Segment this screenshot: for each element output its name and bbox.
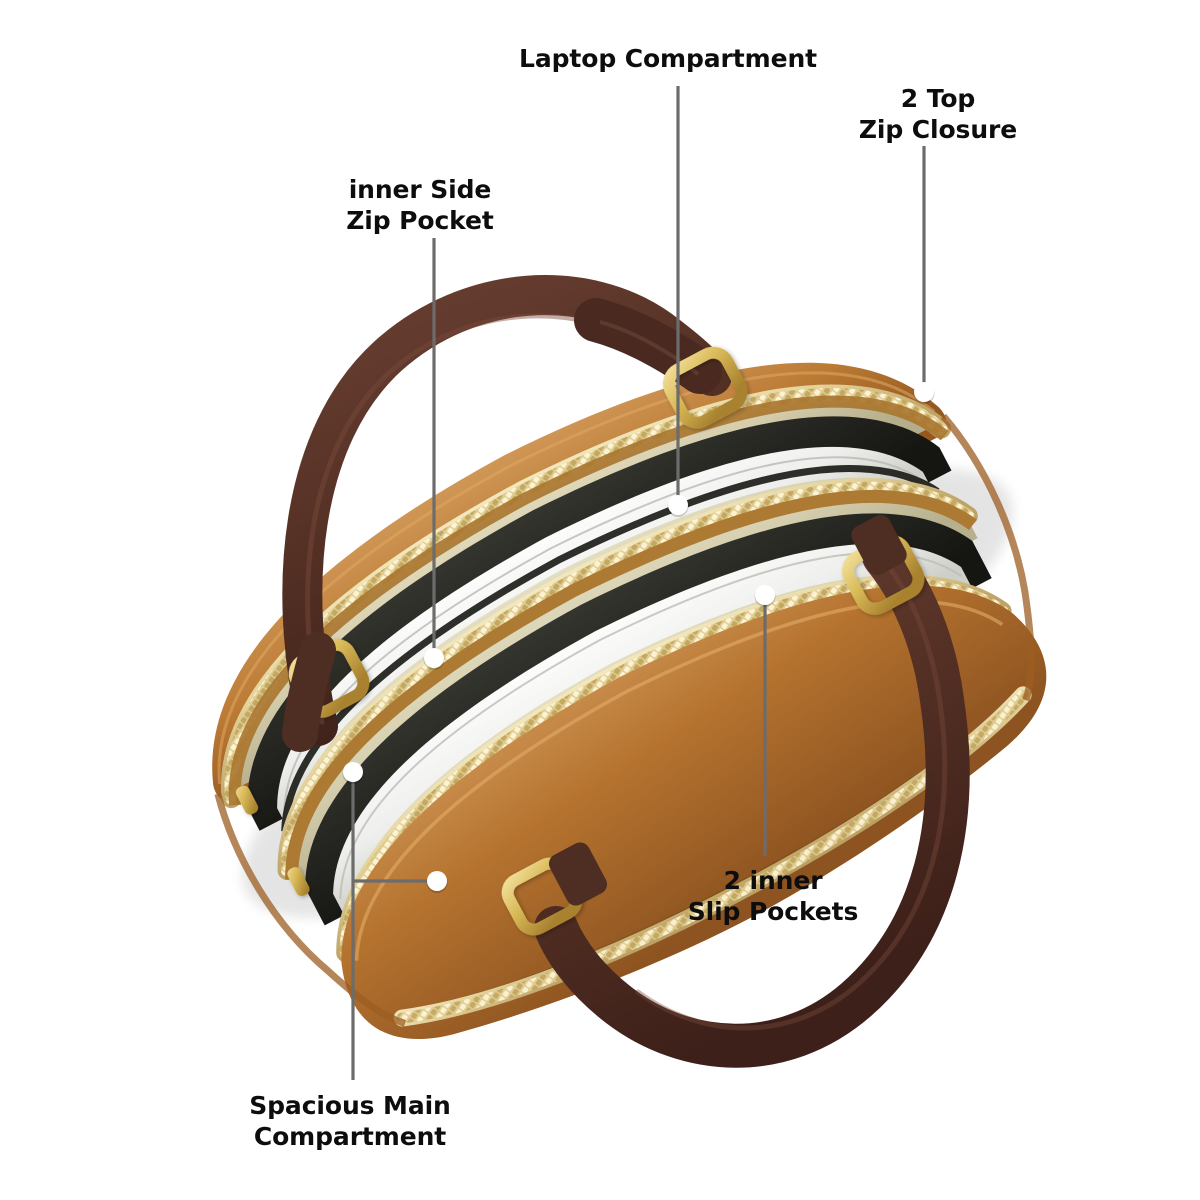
callout-label-spacious-main-compartment: Spacious Main Compartment <box>249 1091 451 1151</box>
shoulder-strap <box>534 534 970 1068</box>
zipper-pull <box>235 785 310 896</box>
callout-label-laptop-compartment: Laptop Compartment <box>519 44 817 73</box>
callout-label-top-zip-closure: 2 Top Zip Closure <box>858 84 1018 144</box>
callout-label-inner-slip-pockets: 2 inner Slip Pockets <box>687 866 859 926</box>
inner-side-zip <box>277 478 978 881</box>
callout-label-inner-side-zip-pocket: inner Side Zip Pocket <box>346 175 494 235</box>
top-zip-rear <box>220 384 951 809</box>
